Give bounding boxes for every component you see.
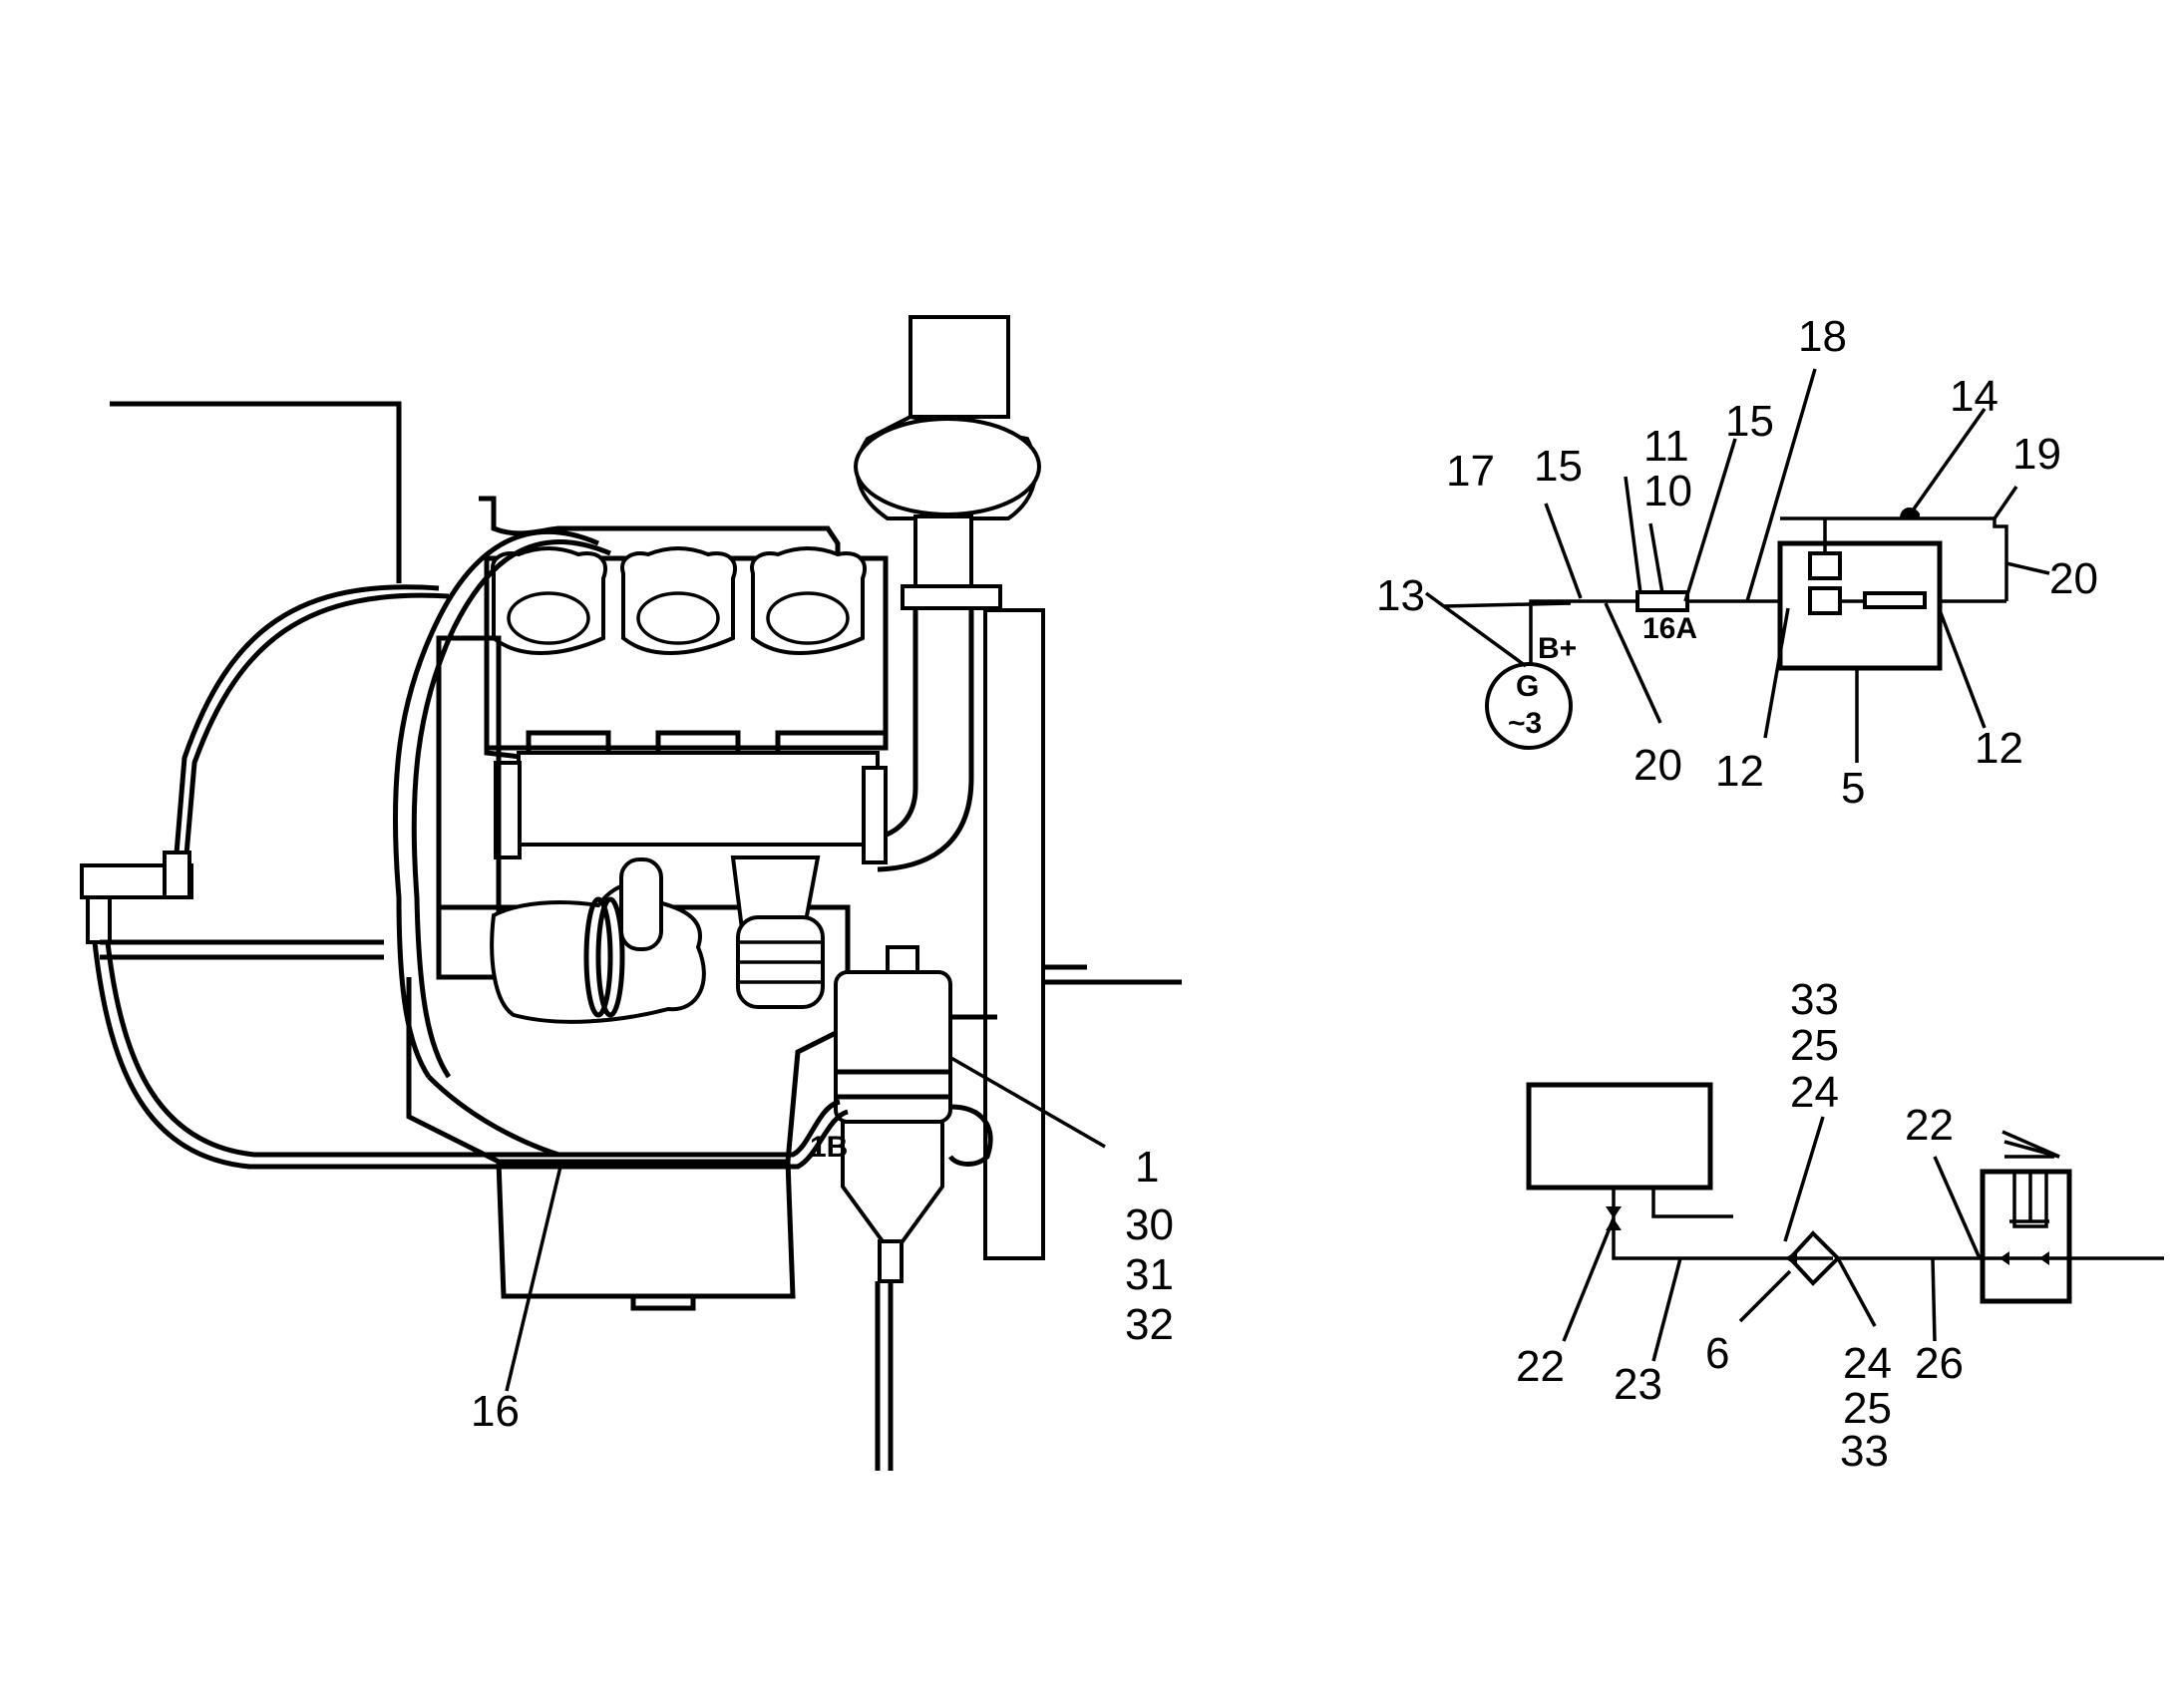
- callout-15-left: 15: [1534, 442, 1583, 491]
- callout-22-left: 22: [1516, 1342, 1565, 1391]
- generator-phase: ~3: [1508, 707, 1542, 740]
- callout-25-bottom: 25: [1843, 1384, 1892, 1433]
- callout-1: 1: [1135, 1143, 1159, 1192]
- callout-12-left: 12: [1715, 747, 1764, 796]
- callout-11: 11: [1643, 422, 1689, 471]
- electrical-schematic: G ~3 B+ 16A: [1424, 368, 2050, 763]
- callout-13: 13: [1376, 571, 1425, 620]
- fuel-schematic: [1526, 1082, 2164, 1362]
- callout-25-top: 25: [1790, 1021, 1839, 1070]
- callout-32: 32: [1125, 1300, 1174, 1349]
- engine-illustration: 1B: [80, 315, 1182, 1471]
- callout-6: 6: [1705, 1329, 1729, 1378]
- cylinder-heads: [491, 546, 867, 655]
- callout-33-top: 33: [1790, 975, 1839, 1024]
- callout-23: 23: [1614, 1360, 1662, 1409]
- fuse-label: 16A: [1642, 612, 1697, 645]
- fuel-filter: 1B: [810, 945, 952, 1471]
- generator-letter: G: [1516, 670, 1539, 703]
- callout-12-right: 12: [1975, 724, 2023, 773]
- fuse-symbol: [1635, 590, 1689, 612]
- callout-24-bottom: 24: [1843, 1339, 1892, 1388]
- callout-10: 10: [1643, 467, 1692, 515]
- callout-22-right: 22: [1905, 1101, 1954, 1150]
- callout-20-right: 20: [2049, 554, 2098, 603]
- callout-19: 19: [2012, 430, 2061, 479]
- callout-26: 26: [1915, 1339, 1964, 1388]
- callout-24-top: 24: [1790, 1068, 1839, 1117]
- callout-17: 17: [1446, 447, 1495, 496]
- callout-30: 30: [1125, 1200, 1174, 1249]
- callout-15-right: 15: [1725, 397, 1774, 446]
- injection-pump: [1980, 1169, 2072, 1304]
- generator-terminal: B+: [1538, 632, 1577, 665]
- relay-box: [1777, 540, 1943, 671]
- callout-20-bottom: 20: [1634, 741, 1682, 790]
- callout-18: 18: [1798, 312, 1847, 361]
- callout-16: 16: [471, 1387, 520, 1436]
- fuel-tank: [1526, 1082, 1713, 1191]
- callout-31: 31: [1125, 1250, 1174, 1299]
- callout-5: 5: [1841, 764, 1865, 813]
- generator-symbol: [1485, 662, 1573, 750]
- callout-14: 14: [1950, 372, 1998, 421]
- callout-33-bottom: 33: [1840, 1427, 1889, 1476]
